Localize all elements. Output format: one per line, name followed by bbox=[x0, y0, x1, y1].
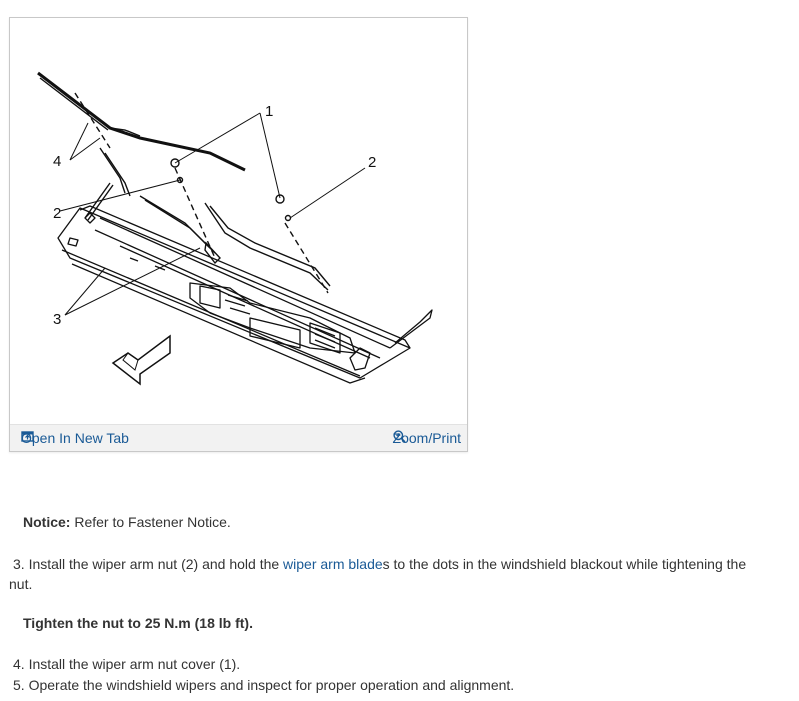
step-4: 4. Install the wiper arm nut cover (1). bbox=[13, 656, 241, 672]
step-3-text-after: s to the dots in the windshield blackout… bbox=[9, 556, 747, 592]
notice-body: Refer to Fastener Notice. bbox=[70, 514, 231, 530]
wiper-assembly-diagram: 1 2 2 3 4 bbox=[37, 71, 433, 386]
open-in-new-tab-link[interactable]: Open In New Tab bbox=[21, 430, 129, 446]
zoom-in-icon bbox=[392, 430, 406, 443]
figure-toolbar: Open In New Tab Zoom/Print bbox=[10, 424, 467, 451]
callout-2-left: 2 bbox=[53, 205, 61, 222]
torque-spec: Tighten the nut to 25 N.m (18 lb ft). bbox=[23, 615, 253, 631]
figure-container: 1 2 2 3 4 Open In New Tab Zoom/Print bbox=[9, 17, 468, 452]
step-3: 3. Install the wiper arm nut (2) and hol… bbox=[9, 554, 769, 594]
step-5: 5. Operate the windshield wipers and ins… bbox=[13, 677, 515, 693]
zoom-print-label: Zoom/Print bbox=[392, 430, 461, 446]
callout-4: 4 bbox=[53, 153, 61, 170]
notice-label: Notice: bbox=[23, 514, 71, 530]
wiper-arm-blade-link[interactable]: wiper arm blade bbox=[283, 556, 383, 572]
callout-2-right: 2 bbox=[368, 154, 376, 171]
zoom-print-link[interactable]: Zoom/Print bbox=[393, 430, 461, 446]
open-in-new-tab-label: Open In New Tab bbox=[21, 430, 129, 446]
notice-text: Notice: Refer to Fastener Notice. bbox=[23, 514, 231, 530]
step-3-text-before: Install the wiper arm nut (2) and hold t… bbox=[24, 556, 284, 572]
callout-1: 1 bbox=[265, 103, 273, 120]
callout-3: 3 bbox=[53, 311, 61, 328]
open-new-tab-icon bbox=[21, 431, 34, 442]
step-3-number: 3. bbox=[13, 556, 25, 572]
